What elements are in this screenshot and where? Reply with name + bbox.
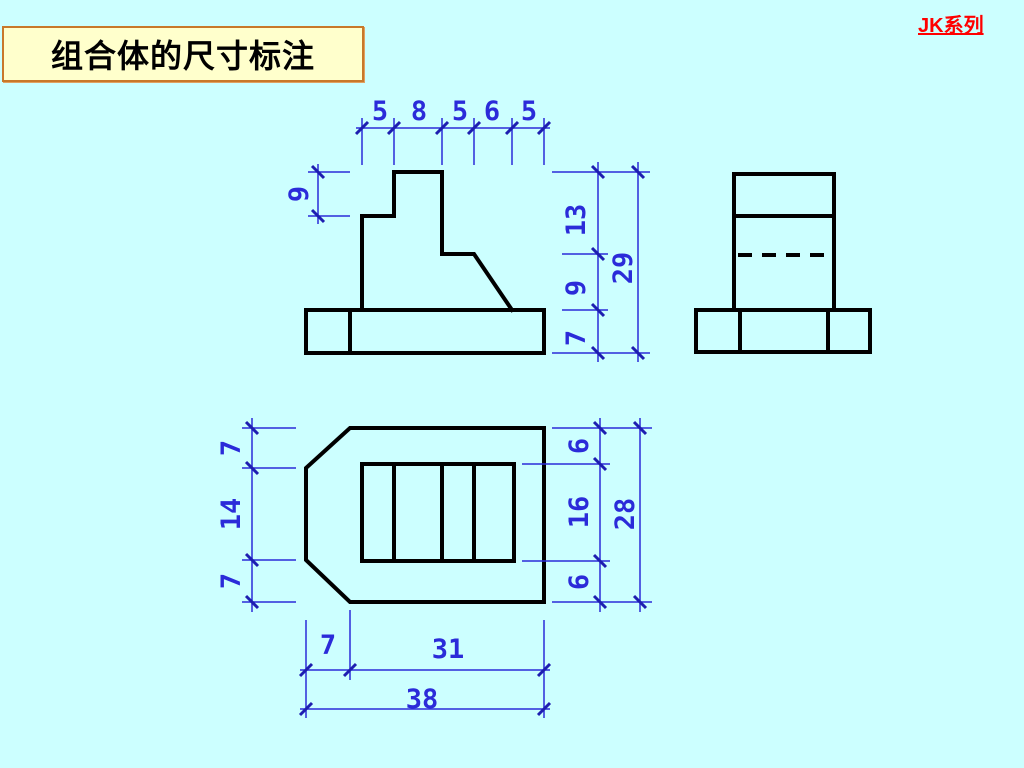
side-view [694,172,872,354]
top-outline [304,426,546,604]
series-link[interactable]: JK系列 [918,15,984,37]
slide-title: 组合体的尺寸标注 [50,37,315,75]
dim-front-top-1: 5 [372,96,388,127]
dim-top-bottom-chamfer: 7 [320,630,336,661]
dim-top-bottom-total: 38 [406,684,439,715]
front-view [304,170,546,355]
top-bottom-dimensions: 7 31 38 [298,610,552,718]
dim-top-right-total: 28 [610,498,641,531]
top-left-dimensions: 7 14 7 [216,418,296,612]
dim-top-bottom-inner: 31 [432,634,465,665]
front-top-dimensions: 5 8 5 6 5 [354,96,552,165]
dim-front-right-upper: 13 [561,204,592,237]
dim-front-right-total: 29 [608,252,639,285]
dim-front-top-3: 5 [452,96,468,127]
dim-top-right-middle: 16 [564,496,595,529]
top-inner-rect [360,462,516,563]
top-view [304,426,546,604]
dim-front-top-5: 5 [521,96,537,127]
dim-front-left: 9 [284,186,315,202]
side-upright-body [732,172,836,312]
dim-front-right-lower: 7 [561,330,592,346]
dim-front-top-4: 6 [484,96,500,127]
front-upright-profile [360,170,515,313]
dim-top-right-upper: 6 [564,438,595,454]
top-right-dimensions: 6 16 6 28 [522,418,652,612]
dim-front-right-middle: 9 [561,280,592,296]
dim-top-left-lower: 7 [216,573,247,589]
slide-title-box: 组合体的尺寸标注 [2,26,364,82]
side-base-plate [694,308,872,354]
dim-front-top-2: 8 [411,96,427,127]
dim-top-left-upper: 7 [216,440,247,456]
dim-top-left-middle: 14 [216,498,247,531]
front-base-plate [304,308,546,355]
front-left-dimension: 9 [284,164,350,224]
front-right-dimensions: 13 9 7 29 [552,162,650,362]
dim-top-right-lower: 6 [564,574,595,590]
